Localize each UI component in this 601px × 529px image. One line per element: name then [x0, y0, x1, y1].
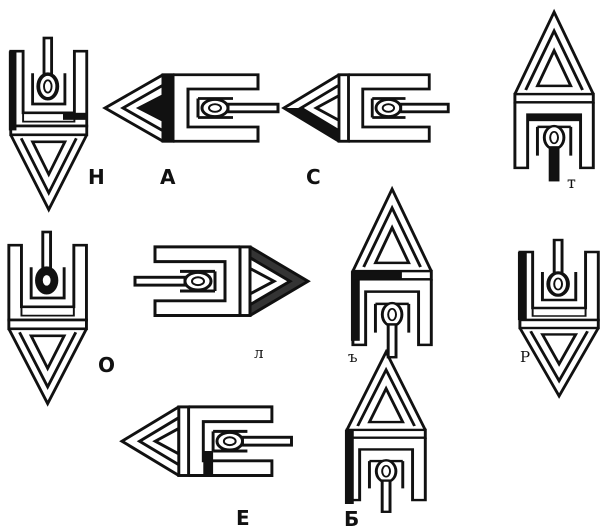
emblem-l	[135, 247, 308, 316]
label-t: т	[567, 173, 576, 192]
emblem-n	[9, 38, 87, 210]
label-n: Н	[88, 165, 105, 189]
label-c: С	[306, 165, 321, 189]
label-a: А	[160, 165, 176, 189]
label-e: Е	[236, 506, 250, 529]
emblem-c	[284, 75, 448, 142]
label-v: ъ	[348, 348, 358, 366]
emblem-t	[515, 12, 593, 180]
emblem-r	[518, 240, 598, 396]
emblem-v	[351, 189, 431, 357]
emblem-b	[345, 352, 425, 512]
label-r: Р	[520, 348, 530, 366]
label-o: О	[98, 353, 115, 377]
emblem-o	[9, 232, 87, 404]
label-b: Б	[344, 507, 359, 529]
label-l: л	[254, 344, 264, 362]
emblem-e	[122, 407, 292, 476]
emblem-a	[105, 75, 278, 142]
